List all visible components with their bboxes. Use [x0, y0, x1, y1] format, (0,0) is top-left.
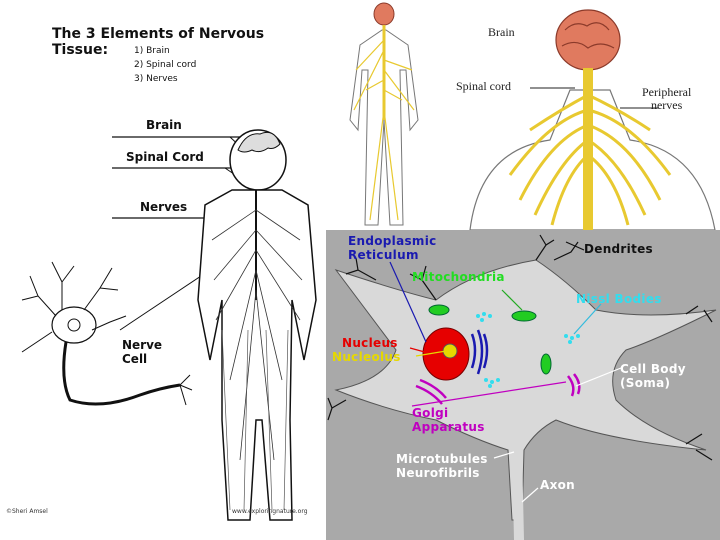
label-spinal-cord-tr: Spinal cord — [456, 80, 511, 93]
credit-website: www.exploringnature.org — [232, 508, 308, 515]
neuron-cell-panel: Endoplasmic Reticulum Mitochondria Dendr… — [326, 230, 720, 540]
element-item-nerves: 3) Nerves — [134, 72, 196, 86]
elements-list: 1) Brain 2) Spinal cord 3) Nerves — [134, 44, 196, 86]
label-nissl-bodies: Nissl Bodies — [576, 292, 662, 306]
label-endoplasmic-line1: Endoplasmic — [348, 234, 437, 248]
label-neurofibrils: Neurofibrils — [396, 466, 488, 480]
label-mitochondria: Mitochondria — [412, 270, 505, 284]
label-golgi-apparatus: Golgi Apparatus — [412, 406, 485, 434]
label-axon: Axon — [540, 478, 575, 492]
label-nerves: Nerves — [140, 200, 187, 214]
label-microtubules-line1: Microtubules — [396, 452, 488, 466]
credit-author: ©Sheri Amsel — [6, 508, 48, 515]
label-nerve-cell: Nerve Cell — [122, 338, 162, 366]
label-endoplasmic-reticulum: Endoplasmic Reticulum — [348, 234, 437, 262]
label-soma: (Soma) — [620, 376, 686, 390]
label-brain: Brain — [146, 118, 182, 132]
label-peripheral-line2: nerves — [642, 99, 691, 112]
nervous-system-panel: Brain Spinal cord Peripheral nerves — [320, 0, 720, 230]
nervous-tissue-panel: The 3 Elements of Nervous Tissue: 1) Bra… — [0, 0, 320, 540]
label-spinal-cord: Spinal Cord — [126, 150, 204, 164]
label-nucleolus: Nucleolus — [332, 350, 401, 364]
label-dendrites: Dendrites — [584, 242, 653, 256]
label-endoplasmic-line2: Reticulum — [348, 248, 437, 262]
element-item-spinal-cord: 2) Spinal cord — [134, 58, 196, 72]
label-brain-tr: Brain — [488, 26, 515, 39]
label-peripheral-nerves: Peripheral nerves — [642, 86, 691, 112]
label-golgi-line1: Golgi — [412, 406, 485, 420]
nervous-system-illustration — [320, 0, 720, 230]
label-cell-body-line1: Cell Body — [620, 362, 686, 376]
label-nucleus: Nucleus — [342, 336, 398, 350]
label-nerve-cell-line2: Cell — [122, 352, 162, 366]
element-item-brain: 1) Brain — [134, 44, 196, 58]
label-nerve-cell-line1: Nerve — [122, 338, 162, 352]
label-microtubules: Microtubules Neurofibrils — [396, 452, 488, 480]
label-cell-body: Cell Body (Soma) — [620, 362, 686, 390]
label-golgi-line2: Apparatus — [412, 420, 485, 434]
